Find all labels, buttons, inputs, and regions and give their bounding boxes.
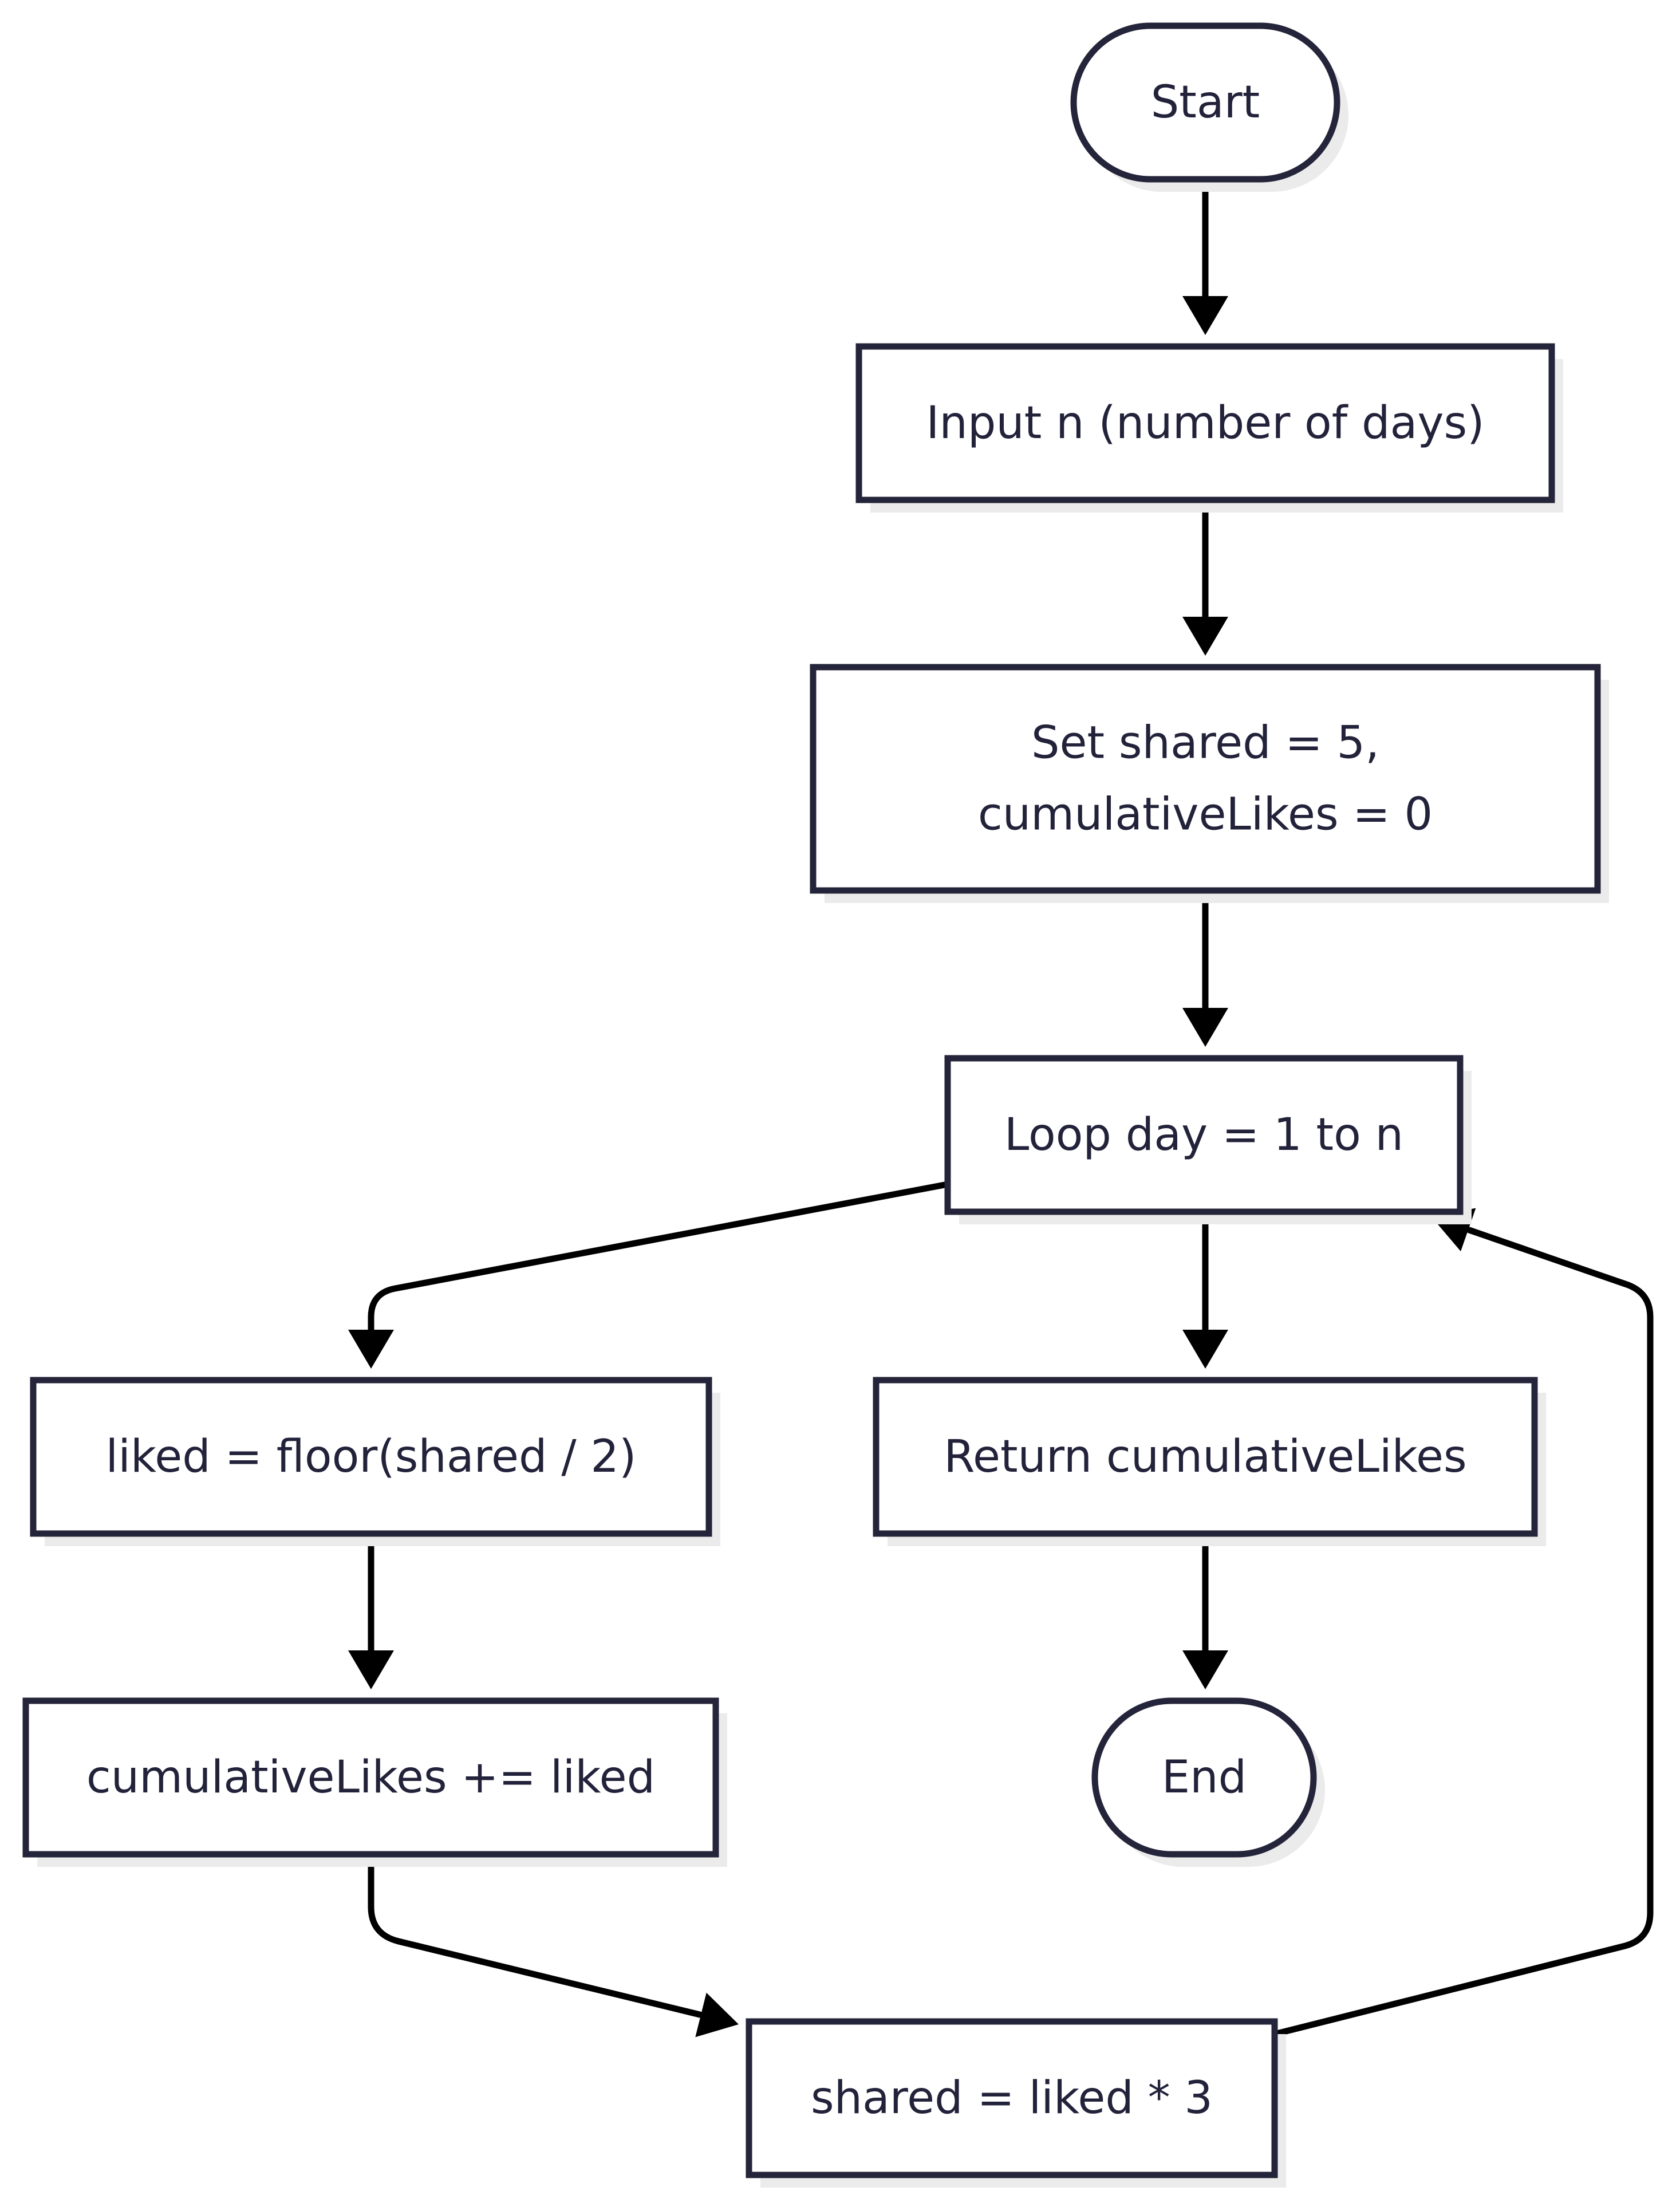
edge-line (1271, 1227, 1654, 2038)
node-box (1091, 1697, 1317, 1858)
edges-layer (348, 176, 1654, 2038)
node-box (22, 1697, 719, 1858)
node-label: Input n (number of days) (926, 397, 1484, 449)
node-accum: cumulativeLikes += liked (22, 1697, 727, 1867)
edge-input-to-init (1182, 496, 1228, 656)
node-loop: Loop day = 1 to n (944, 1055, 1472, 1224)
edge-liked-to-accum (348, 1530, 394, 1689)
node-box (810, 664, 1601, 894)
node-label: cumulativeLikes = 0 (978, 789, 1433, 841)
edge-loop-to-return (1182, 1208, 1228, 1369)
arrowhead-icon (1182, 296, 1228, 335)
node-box (30, 1377, 712, 1537)
arrowhead-icon (1182, 1008, 1228, 1047)
node-label: Start (1151, 77, 1260, 128)
node-box (873, 1377, 1538, 1537)
node-start: Start (1070, 22, 1348, 192)
node-box (855, 343, 1555, 503)
node-end: End (1091, 1697, 1325, 1867)
node-label: liked = floor(shared / 2) (106, 1431, 637, 1483)
node-box (746, 2018, 1278, 2178)
node-input: Input n (number of days) (855, 343, 1563, 513)
edge-accum-to-update (368, 1851, 739, 2038)
arrowhead-icon (1182, 617, 1228, 656)
edge-return-to-end (1182, 1530, 1228, 1689)
edge-line (368, 1851, 703, 2018)
node-init: Set shared = 5, cumulativeLikes = 0 (810, 664, 1609, 903)
node-label: Set shared = 5, (1031, 718, 1379, 769)
node-label: shared = liked * 3 (811, 2072, 1213, 2124)
node-label: Loop day = 1 to n (1004, 1109, 1403, 1161)
node-label: End (1162, 1752, 1247, 1803)
node-update: shared = liked * 3 (746, 2018, 1286, 2188)
node-return: Return cumulativeLikes (873, 1377, 1546, 1546)
edge-line (368, 1181, 951, 1333)
node-box (944, 1055, 1464, 1215)
node-label: Return cumulativeLikes (944, 1431, 1466, 1483)
edge-init-to-loop (1182, 887, 1228, 1047)
arrowhead-icon (348, 1650, 394, 1689)
node-box (1070, 22, 1340, 183)
node-liked: liked = floor(shared / 2) (30, 1377, 720, 1546)
edge-loop-to-liked (348, 1181, 951, 1369)
edge-update-to-loop (1271, 1208, 1654, 2038)
node-label: cumulativeLikes += liked (86, 1752, 655, 1803)
arrowhead-icon (348, 1330, 394, 1369)
edge-start-to-input (1182, 176, 1228, 335)
arrowhead-icon (1182, 1330, 1228, 1369)
arrowhead-icon (1182, 1650, 1228, 1689)
arrowhead-icon (695, 1992, 739, 2038)
